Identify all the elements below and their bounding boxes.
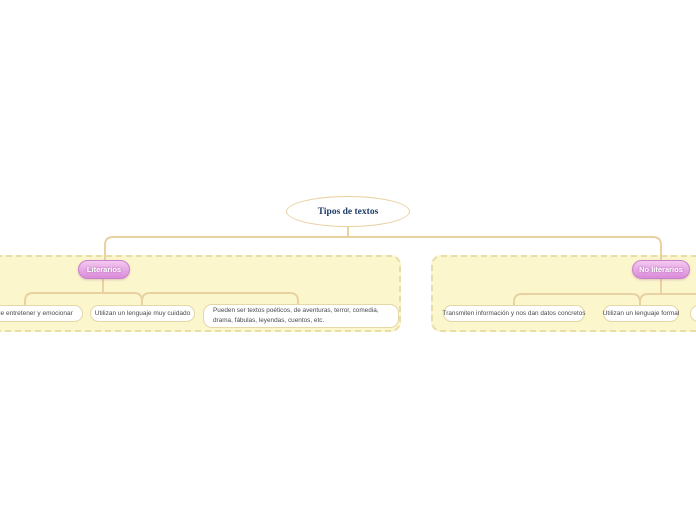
- branch-node-no-literarios[interactable]: No literarios: [632, 260, 690, 279]
- leaf-node-entretener[interactable]: Trata de entretener y emocionar: [0, 305, 83, 322]
- leaf-node-tipos-literarios[interactable]: Pueden ser textos poéticos, de aventuras…: [203, 304, 399, 328]
- leaf-node-lenguaje-formal[interactable]: Utilizan un lenguaje formal: [603, 305, 679, 322]
- leaf-node-lenguaje-cuidado[interactable]: Utilizan un lenguaje muy cuidado: [90, 305, 195, 322]
- root-node[interactable]: Tipos de textos: [286, 196, 410, 227]
- branch-node-literarios[interactable]: Literarios: [78, 260, 130, 279]
- leaf-node-transmiten-informacion[interactable]: Transmiten información y nos dan datos c…: [443, 305, 585, 322]
